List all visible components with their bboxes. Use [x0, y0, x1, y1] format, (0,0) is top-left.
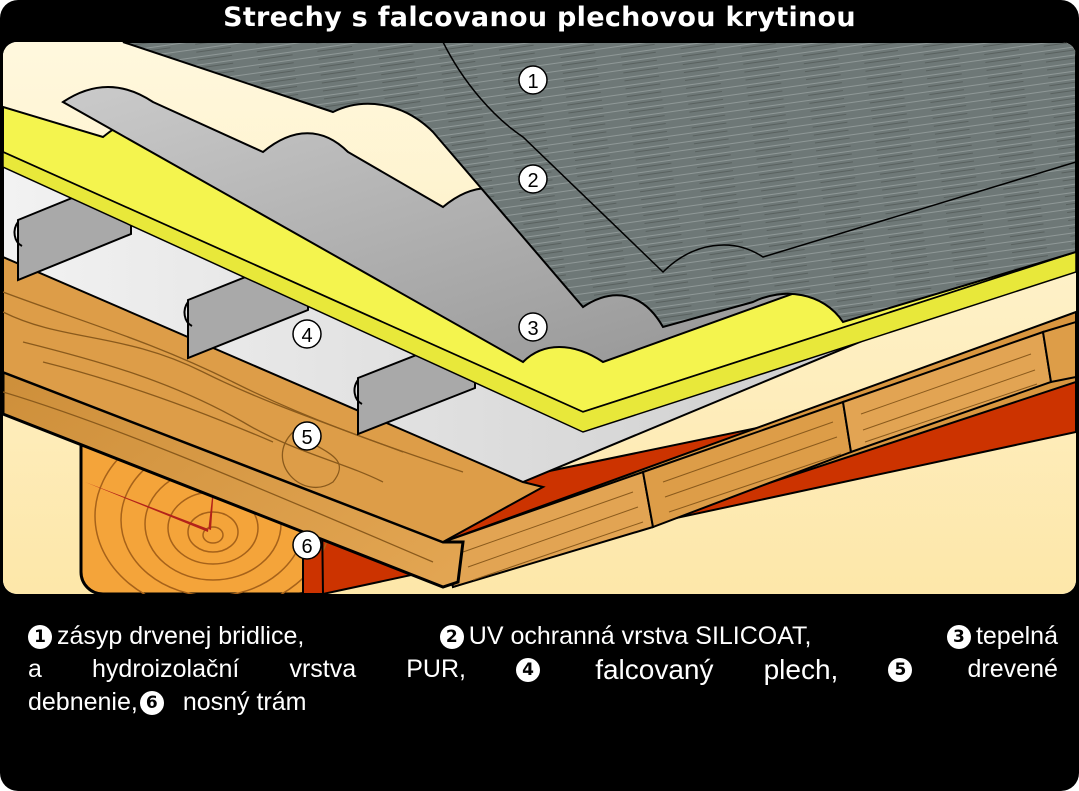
legend-bullet-6: 6	[139, 690, 164, 715]
legend-line-1: 1 zásyp drvenej bridlice, 2 UV ochranná …	[28, 620, 1058, 653]
legend-bullet-1: 1	[28, 624, 52, 649]
callout-4: 4	[292, 319, 322, 349]
callout-6-label: 6	[301, 536, 312, 558]
roof-illustration: 1 2 3 4 5 6	[3, 42, 1076, 594]
legend-bullet-3: 3	[946, 624, 971, 649]
callout-5-label: 5	[301, 427, 312, 449]
legend-item-6: 6	[139, 686, 169, 719]
legend-text-3b-d: PUR,	[406, 655, 466, 683]
legend-text-1: zásyp drvenej bridlice,	[57, 622, 305, 650]
legend-bullet-5: 5	[888, 657, 913, 682]
slate-layer	[122, 42, 1076, 329]
legend-line-2: a hydroizolační vrstva PUR, 4 falcovaný …	[28, 653, 1058, 686]
legend-text-3b-c: vrstva	[289, 655, 357, 683]
callout-4-label: 4	[301, 325, 312, 347]
legend-text-2: UV ochranná vrstva SILICOAT,	[468, 622, 812, 650]
legend-text-4b: plech,	[763, 654, 839, 685]
legend-item-5: 5	[888, 653, 917, 686]
callout-1: 1	[518, 65, 548, 95]
callout-3: 3	[518, 312, 548, 342]
legend-text-3b-b: hydroizolační	[92, 655, 240, 683]
legend: 1 zásyp drvenej bridlice, 2 UV ochranná …	[28, 620, 1058, 719]
callout-1-label: 1	[527, 71, 538, 93]
callout-3-label: 3	[527, 318, 538, 340]
legend-text-5b: debnenie,	[28, 688, 138, 716]
callout-markers: 1 2 3 4 5 6	[292, 65, 548, 560]
legend-item-4: 4	[516, 653, 545, 686]
callout-2-label: 2	[527, 170, 538, 192]
legend-bullet-2: 2	[439, 624, 464, 649]
legend-text-5: drevené	[967, 655, 1058, 683]
callout-5: 5	[292, 421, 322, 451]
callout-6: 6	[292, 530, 322, 560]
wood-deck	[441, 310, 1076, 589]
legend-text-3b-a: a	[28, 655, 42, 683]
legend-line-3: debnenie, 6 nosný trám	[28, 686, 1058, 719]
legend-item-1: 1 zásyp drvenej bridlice,	[28, 620, 304, 653]
diagram-title: Strechy s falcovanou plechovou krytinou	[223, 2, 856, 33]
callout-2: 2	[518, 164, 548, 194]
legend-text-6: nosný trám	[182, 688, 307, 716]
legend-text-4a: falcovaný	[595, 654, 714, 685]
wood-board	[3, 250, 546, 589]
legend-item-3: 3 tepelná	[946, 620, 1058, 653]
legend-bullet-4: 4	[516, 657, 541, 682]
legend-item-2: 2 UV ochranná vrstva SILICOAT,	[439, 620, 812, 653]
legend-text-3: tepelná	[975, 622, 1058, 650]
